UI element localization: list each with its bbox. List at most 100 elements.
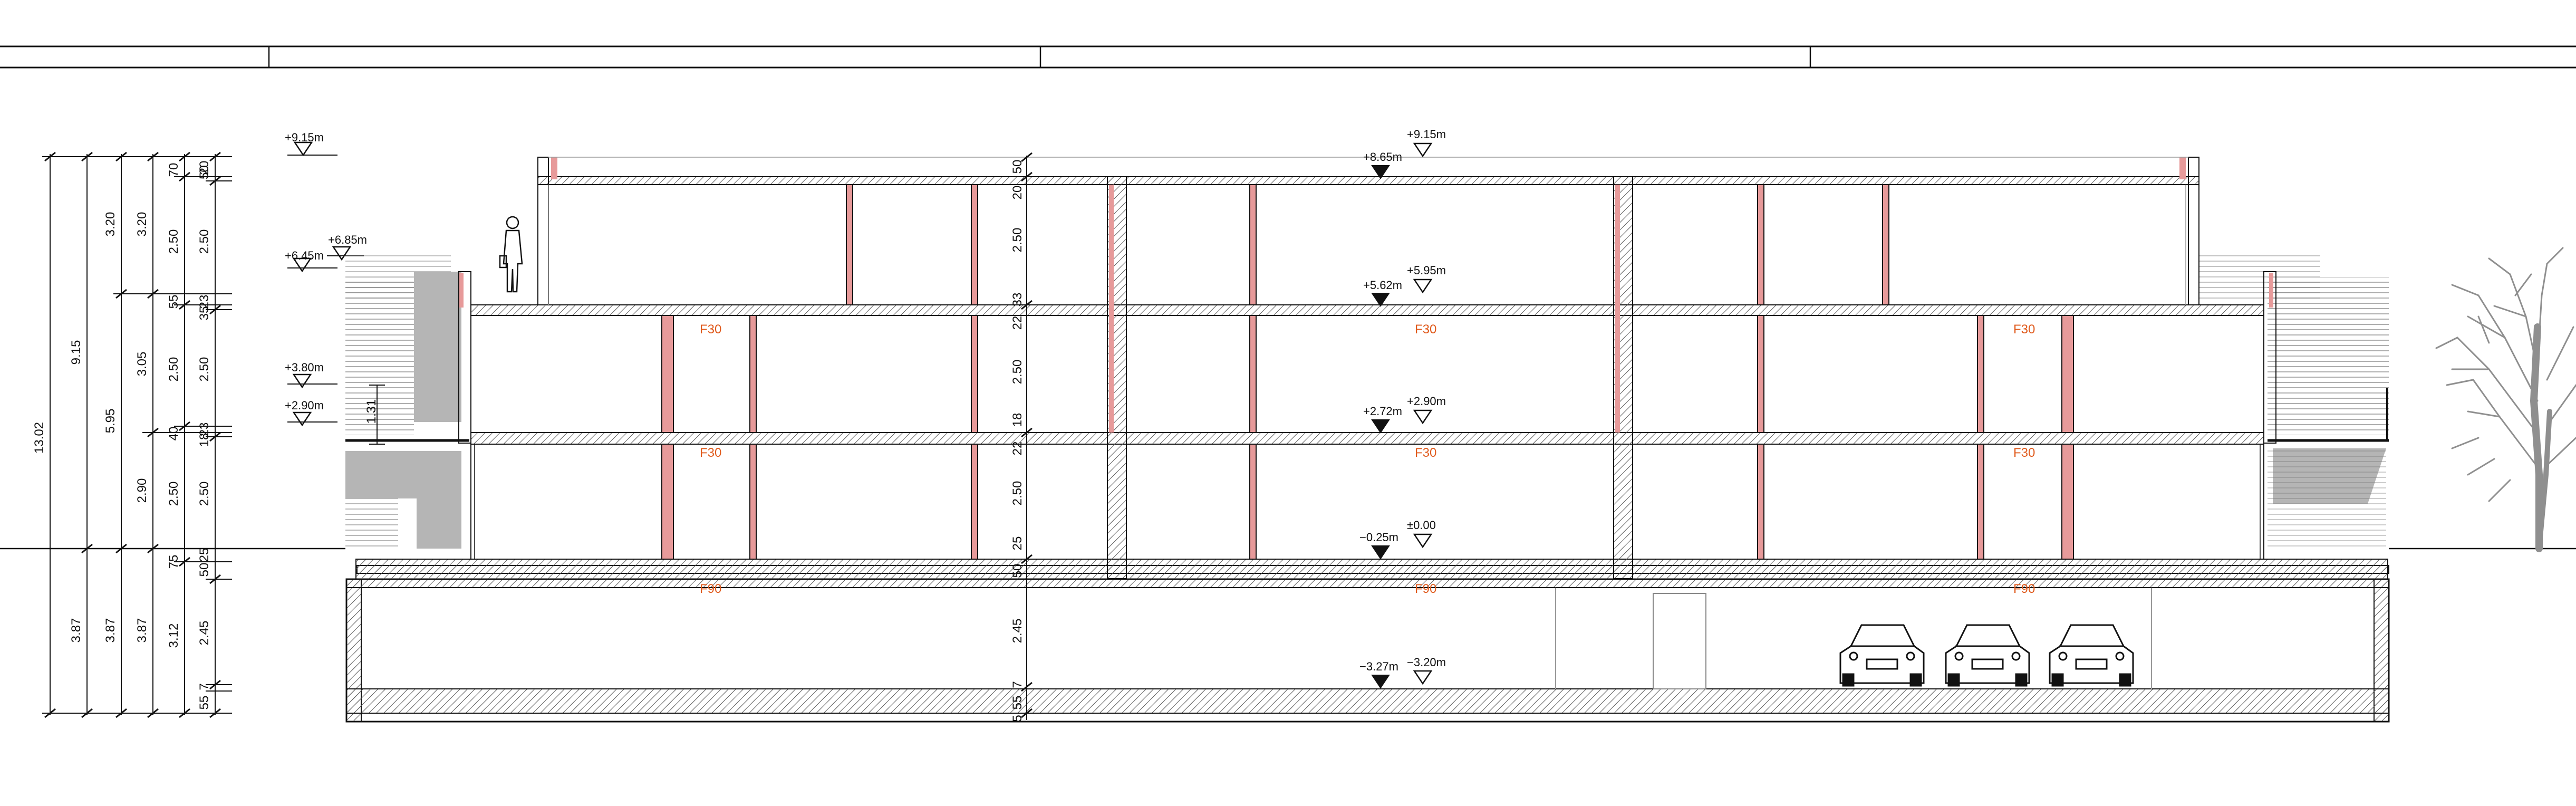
dim-label: 55 — [197, 696, 211, 710]
level-structural: +5.95m — [1407, 264, 1446, 277]
level-finished: −3.27m — [1359, 660, 1398, 673]
dim-label: 55 — [167, 295, 181, 309]
dim-label: 3.20 — [103, 212, 118, 237]
dimension-chains — [42, 151, 232, 718]
dim-label: 25 — [197, 548, 211, 562]
structural-dividers — [1107, 176, 1633, 579]
dim-label: 2.50 — [167, 229, 181, 254]
dim-label: 18 — [1010, 413, 1025, 427]
dim-label: 23 — [197, 423, 211, 437]
dim-label: 2.50 — [197, 357, 211, 382]
right-exterior-stair — [2199, 253, 2389, 549]
level-structural: +2.90m — [1407, 395, 1446, 408]
dim-label: 75 — [167, 555, 181, 569]
level-structural: ±0.00 — [1407, 519, 1436, 532]
level-structural: −3.20m — [1407, 656, 1446, 669]
dim-label: 20 — [197, 161, 211, 175]
dim-label: 35 — [197, 306, 211, 321]
fire-rating: F30 — [2013, 446, 2035, 460]
stair-dim-label: 1.31 — [364, 399, 379, 424]
level-finished: +5.62m — [1363, 279, 1402, 292]
basement — [345, 559, 2390, 723]
level-finished: −0.25m — [1359, 531, 1398, 544]
center-level-markers: +8.65m +9.15m +5.62m +5.95m +2.72m +2.90… — [1359, 128, 1446, 688]
fire-rating: F90 — [700, 582, 721, 596]
person-icon — [499, 216, 523, 293]
level-marker-icon — [1372, 293, 1390, 306]
fire-rating: F30 — [1415, 322, 1436, 337]
dim-label: 40 — [167, 427, 181, 441]
fire-rating: F30 — [1415, 446, 1436, 460]
dim-label: 13.02 — [32, 422, 46, 454]
level-marker-icon — [1372, 419, 1390, 433]
level-marker-icon — [1413, 670, 1432, 685]
dim-label: 2.50 — [197, 482, 211, 506]
level-marker-icon — [1413, 279, 1432, 293]
dim-label: 3.12 — [167, 623, 181, 648]
car-icon — [2049, 624, 2134, 687]
elevation-label: +9.15m — [285, 131, 324, 144]
dim-label: 2.90 — [135, 478, 149, 503]
dim-label: 70 — [167, 163, 181, 177]
dim-label: 3.87 — [135, 618, 149, 643]
dim-label: 2.45 — [1010, 619, 1025, 644]
dim-label: 50 — [197, 165, 211, 179]
dim-label: 55 — [1010, 696, 1025, 710]
fire-rating: F90 — [1415, 582, 1436, 596]
dim-label: 5.95 — [103, 409, 118, 434]
elevation-label: +2.90m — [285, 399, 324, 412]
dim-label: 2.50 — [167, 357, 181, 382]
dim-label: 7 — [1010, 681, 1025, 688]
dim-label: 22 — [1010, 442, 1025, 456]
fire-rating: F30 — [700, 322, 721, 337]
columns — [661, 184, 2074, 560]
dim-label: 2.50 — [167, 482, 181, 506]
dim-label: 23 — [197, 295, 211, 309]
dim-label: 33 — [1010, 293, 1025, 307]
level-marker-icon — [1372, 545, 1390, 559]
dim-label: 3.87 — [103, 618, 118, 643]
top-floor — [537, 157, 2199, 305]
dim-label: 5 — [1010, 715, 1025, 722]
dim-label: 25 — [1010, 536, 1025, 551]
fire-rating: F90 — [2013, 582, 2035, 596]
dim-label: 7 — [197, 683, 211, 690]
fire-rating: F30 — [2013, 322, 2035, 337]
fire-rating: F30 — [700, 446, 721, 460]
left-exterior-stair: 1.31 — [345, 253, 469, 549]
elevation-label: +3.80m — [285, 361, 324, 374]
dim-label: 22 — [1010, 316, 1025, 330]
dim-label: 20 — [1010, 186, 1025, 200]
title-block-band — [0, 45, 2576, 69]
first-floor — [458, 271, 2276, 444]
car-icon — [1839, 624, 1925, 687]
left-elevation-markers: +9.15m +6.85m +6.45m +3.80m +2.90m — [285, 131, 367, 426]
dim-label: 50 — [197, 563, 211, 577]
level-structural: +9.15m — [1407, 128, 1446, 141]
level-marker-icon — [1413, 142, 1432, 157]
level-finished: +8.65m — [1363, 150, 1402, 164]
dim-label: 2.45 — [197, 621, 211, 646]
center-dimension-chain: 50 20 2.50 33 22 2.50 18 22 2.50 25 50 2… — [1010, 152, 1033, 722]
dim-label: 3.05 — [135, 352, 149, 377]
dimension-labels: 13.02 9.15 3.87 3.20 5.95 3.87 3.20 3.05… — [32, 161, 211, 710]
dim-label: 3.20 — [135, 212, 149, 237]
elevation-label: +6.45m — [285, 249, 324, 262]
car-icon — [1945, 624, 2030, 687]
dim-label: 50 — [1010, 564, 1025, 578]
level-marker-icon — [1413, 533, 1432, 548]
dim-label: 2.50 — [197, 229, 211, 254]
tree-icon — [2435, 247, 2576, 552]
dim-label: 18 — [197, 433, 211, 447]
dim-label: 2.50 — [1010, 481, 1025, 506]
fire-rating-labels: F30 F30 F30 F30 F30 F30 F90 F90 F90 — [700, 322, 2035, 596]
level-finished: +2.72m — [1363, 405, 1402, 418]
dim-label: 2.50 — [1010, 360, 1025, 385]
dim-label: 2.50 — [1010, 228, 1025, 253]
elevation-label: +6.85m — [328, 233, 367, 246]
level-marker-icon — [1372, 675, 1390, 688]
dim-label: 3.87 — [69, 618, 83, 643]
dim-label: 50 — [1010, 160, 1025, 174]
level-marker-icon — [1413, 409, 1432, 424]
